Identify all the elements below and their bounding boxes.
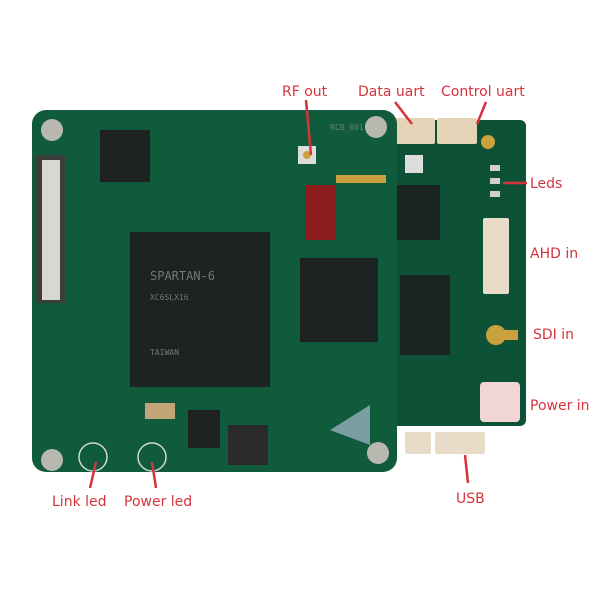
usb-connector — [435, 432, 485, 454]
label-link-led: Link led — [52, 494, 107, 510]
label-data-uart: Data uart — [358, 84, 425, 100]
usb-leader — [463, 454, 470, 484]
svg-text:RCB_001: RCB_001 — [330, 123, 364, 132]
control-uart-connector — [437, 118, 477, 144]
svg-text:XC6SLX16: XC6SLX16 — [150, 293, 189, 302]
rf-out-leader — [304, 99, 313, 156]
rear-board — [380, 120, 526, 454]
label-leds: Leds — [530, 176, 562, 192]
power-connector — [480, 382, 520, 422]
label-power-in: Power in — [530, 398, 590, 414]
label-power-led: Power led — [124, 494, 192, 510]
label-control-uart: Control uart — [441, 84, 525, 100]
data-uart-connector — [395, 118, 435, 144]
label-rf-out: RF out — [282, 84, 328, 100]
svg-text:TAIWAN: TAIWAN — [150, 348, 179, 357]
data-uart-leader — [394, 101, 413, 125]
control-uart-leader — [475, 101, 488, 125]
fpga-chip — [130, 232, 270, 387]
main-board: SPARTAN-6 XC6SLX16 TAIWAN RCB_001 — [32, 110, 397, 472]
label-usb: USB — [456, 491, 485, 507]
link-led-leader — [88, 461, 98, 489]
power-led-leader — [150, 461, 158, 489]
svg-text:SPARTAN-6: SPARTAN-6 — [150, 269, 215, 283]
label-ahd-in: AHD in — [530, 246, 578, 262]
label-sdi-in: SDI in — [533, 327, 574, 343]
ahd-connector — [483, 218, 509, 294]
